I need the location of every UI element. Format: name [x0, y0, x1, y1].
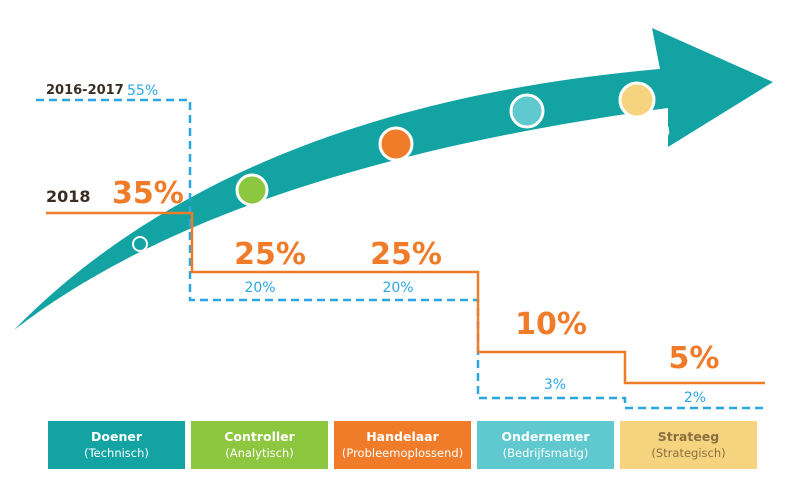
role-circle-controller — [235, 173, 269, 207]
legend-ondernemer: Ondernemer (Bedrijfsmatig) — [477, 421, 614, 469]
year-label-2016-2017: 2016-2017 — [46, 83, 124, 98]
value-2016-2017-doener: 55% — [127, 83, 158, 99]
value-2016-2017-ondernemer: 3% — [544, 377, 566, 393]
legend-title: Strateeg — [657, 429, 720, 444]
value-2016-2017-handelaar: 20% — [382, 280, 413, 296]
value-2018-doener: 35% — [112, 176, 184, 211]
legend-controller: Controller (Analytisch) — [191, 421, 328, 469]
legend-subtitle: (Analytisch) — [225, 446, 294, 460]
role-circle-handelaar — [378, 126, 414, 162]
legend-subtitle: (Bedrijfsmatig) — [502, 446, 589, 460]
legend-subtitle: (Probleemoplossend) — [341, 446, 464, 460]
legend-doener: Doener (Technisch) — [48, 421, 185, 469]
role-circle-doener — [132, 236, 148, 252]
year-label-2018: 2018 — [46, 187, 91, 206]
step-line-2018 — [46, 211, 765, 385]
legend-title: Handelaar — [366, 429, 439, 444]
value-2018-handelaar: 25% — [370, 237, 442, 272]
value-2018-strateeg: 5% — [669, 341, 720, 376]
legend-strateeg: Strateeg (Strategisch) — [620, 421, 757, 469]
arrow-label-strateeg: Strateeg — [611, 122, 671, 142]
value-2016-2017-controller: 20% — [244, 280, 275, 296]
legend-handelaar: Handelaar (Probleemoplossend) — [334, 421, 471, 469]
legend-title: Controller — [224, 429, 295, 444]
value-2018-controller: 25% — [234, 237, 306, 272]
growth-arrow — [14, 28, 773, 330]
role-circle-ondernemer — [509, 93, 545, 129]
legend-subtitle: (Technisch) — [84, 446, 149, 460]
legend-subtitle: (Strategisch) — [651, 446, 726, 460]
value-2016-2017-strateeg: 2% — [684, 390, 706, 406]
legend-title: Doener — [91, 429, 142, 444]
role-circle-strateeg — [618, 81, 656, 119]
value-2018-ondernemer: 10% — [515, 307, 587, 342]
legend-title: Ondernemer — [501, 429, 590, 444]
